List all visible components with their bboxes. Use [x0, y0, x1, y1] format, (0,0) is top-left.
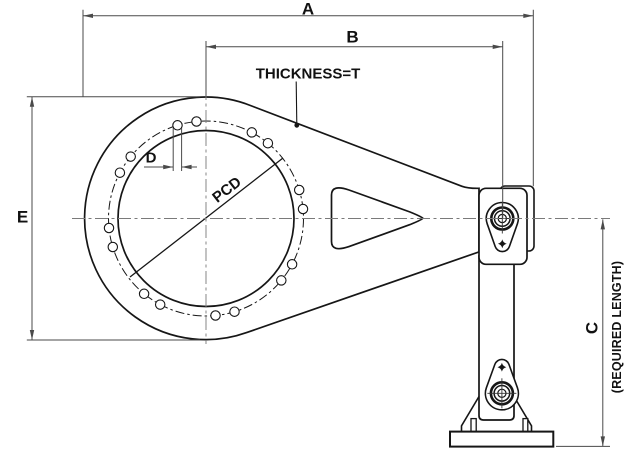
dimensions: [26, 9, 610, 447]
right-gusset: [513, 396, 533, 432]
bolt-hole: [172, 120, 183, 131]
dim-b-label: B: [346, 27, 359, 47]
bolt-hole: [114, 167, 126, 178]
bolt-hole: [125, 151, 136, 162]
upper-star-mark: [497, 239, 507, 249]
left-weld-tab: [470, 417, 477, 433]
bolt-hole: [107, 241, 119, 253]
bolt-hole: [276, 275, 287, 286]
dim-e-label: E: [16, 207, 29, 226]
bolt-hole: [210, 310, 221, 321]
dimension-c: [556, 219, 610, 447]
left-gusset: [460, 396, 480, 432]
right-weld-tab: [522, 417, 529, 433]
bolt-hole: [262, 137, 274, 149]
lower-star-mark: [497, 362, 507, 372]
dim-d-label: D: [145, 149, 157, 166]
required-length-label: (REQUIRED LENGTH): [609, 260, 624, 394]
dimension-d: [144, 128, 197, 171]
bolt-hole: [286, 259, 298, 270]
bolt-hole: [138, 288, 150, 300]
bolt-hole: [154, 299, 166, 310]
bolt-hole: [297, 203, 309, 215]
dimension-a: [82, 9, 534, 187]
dimension-e: [26, 96, 200, 341]
bolt-hole: [229, 306, 240, 317]
thickness-label: THICKNESS=T: [255, 65, 361, 82]
thickness-leader: [294, 81, 300, 128]
dim-c-label: C: [582, 321, 602, 334]
bolt-hole: [293, 184, 305, 196]
lower-bolt: [487, 378, 517, 409]
bolt-hole: [246, 127, 258, 138]
bolt-holes: [103, 116, 309, 321]
dim-a-label: A: [301, 0, 315, 18]
bolt-hole: [191, 116, 202, 127]
bolt-hole: [103, 222, 115, 234]
dimension-b: [205, 41, 504, 219]
base-plate: [449, 430, 555, 448]
pcd-diameter-line: [129, 157, 284, 278]
